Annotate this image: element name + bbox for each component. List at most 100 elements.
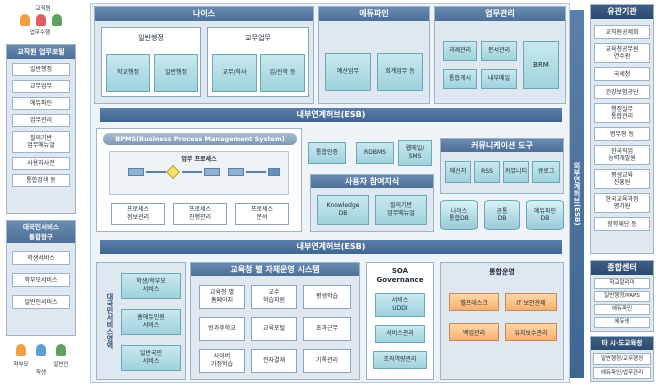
user-label: 학부모 bbox=[13, 362, 29, 368]
process-label: 업무 프로세스 bbox=[181, 156, 217, 163]
participation-item[interactable]: Knowledge DB bbox=[317, 195, 369, 225]
ops-item[interactable]: IT 보안관제 bbox=[505, 293, 557, 311]
esb-bottom-bar: 내부연계허브(ESB) bbox=[100, 240, 562, 254]
edufine-title: 에듀파인 bbox=[319, 7, 429, 21]
ext-org-item[interactable]: 한국교육과정 평가원 bbox=[594, 193, 650, 213]
person-icon bbox=[20, 14, 30, 26]
work-title: 업무관리 bbox=[435, 7, 565, 21]
db-cylinder[interactable]: 에듀파인 DB bbox=[526, 200, 564, 230]
edufine-item[interactable]: 예산업무 bbox=[325, 53, 371, 91]
auth-box[interactable]: 통합인증 bbox=[308, 142, 346, 164]
comm-panel: 커뮤니케이션 도구 메신저 RSS 커뮤니티 큐로그 bbox=[440, 138, 564, 194]
soa-item[interactable]: 서비스 UDDI bbox=[375, 293, 425, 317]
edufine-panel: 에듀파인 예산업무 회계업무 등 bbox=[318, 6, 430, 104]
ext-org-item[interactable]: 국세청 bbox=[594, 67, 650, 81]
ext-org-item[interactable]: 건강보험공단 bbox=[594, 85, 650, 99]
portal-item[interactable]: 업무관리 bbox=[12, 114, 70, 127]
neis-group: 교무업무 교무/학사 입/진학 등 bbox=[207, 27, 309, 97]
comp-center-item[interactable]: 에듀넷 bbox=[594, 317, 650, 328]
ext-org-item[interactable]: 행정실무 통합관리 bbox=[594, 103, 650, 123]
left-column: 교직원 업무수행 교직원 업무포털 일반행정 교무업무 에듀파인 업무관리 질의… bbox=[2, 4, 80, 382]
other-agency-item[interactable]: 에듀파인/업무관리 bbox=[593, 367, 651, 379]
process-arrow-icon bbox=[146, 171, 166, 173]
school-item[interactable]: 교수 학습지원 bbox=[251, 285, 297, 309]
ext-org-item[interactable]: 교직원공제회 bbox=[594, 25, 650, 39]
process-diamond-icon bbox=[165, 164, 181, 180]
work-item[interactable]: 문서관리 bbox=[481, 41, 517, 61]
neis-item[interactable]: 입/진학 등 bbox=[260, 54, 305, 92]
civil-area-item[interactable]: 학생/학부모 서비스 bbox=[121, 273, 181, 299]
ext-org-item[interactable]: 장학재단 등 bbox=[594, 217, 650, 231]
user-label: 일반인 bbox=[53, 362, 69, 368]
ops-item[interactable]: 헬프데스크 bbox=[449, 293, 499, 311]
edufine-item[interactable]: 회계업무 등 bbox=[377, 53, 423, 91]
other-agency-title: 타 시·도교육청 bbox=[591, 337, 653, 350]
bpms-panel: BPMS(Business Process Management System)… bbox=[96, 128, 302, 232]
work-item[interactable]: 과제관리 bbox=[443, 41, 477, 61]
bpms-step[interactable]: 프로세스 분석 bbox=[235, 203, 289, 225]
portal-item[interactable]: 질의기반 업무매뉴얼 bbox=[12, 131, 70, 153]
brm-box[interactable]: BRM bbox=[523, 41, 559, 89]
neis-group-title: 일반행정 bbox=[138, 34, 164, 42]
webmail-box[interactable]: 웹메일/ SMS bbox=[398, 140, 432, 166]
user-label: 학생 bbox=[35, 370, 47, 376]
soa-item[interactable]: 서비스관리 bbox=[375, 325, 425, 343]
soa-item[interactable]: 조직역량관리 bbox=[373, 351, 427, 369]
staff-icon-group: 교직원 업무수행 bbox=[2, 4, 80, 40]
comp-center-item[interactable]: 학교알리미 bbox=[594, 278, 650, 289]
portal-item[interactable]: 교무업무 bbox=[12, 80, 70, 93]
ext-org-item[interactable]: 병무청 등 bbox=[594, 127, 650, 141]
db-cylinder[interactable]: 나이스 통합DB bbox=[440, 200, 478, 230]
process-arrow-icon bbox=[182, 171, 202, 173]
ops-title: 통합운영 bbox=[489, 268, 515, 276]
comp-center-item[interactable]: 일반행정/PAPS bbox=[594, 291, 650, 302]
participation-item[interactable]: 질의기반 업무매뉴얼 bbox=[375, 195, 427, 225]
neis-item[interactable]: 학교행정 bbox=[106, 54, 150, 92]
neis-item[interactable]: 일반행정 bbox=[154, 54, 198, 92]
civil-area-item[interactable]: 일반국민 서비스 bbox=[121, 345, 181, 371]
ext-org-item[interactable]: 평생교육 진흥원 bbox=[594, 169, 650, 189]
ops-item[interactable]: 유지보수관리 bbox=[505, 323, 557, 341]
portal-item[interactable]: 에듀파인 bbox=[12, 97, 70, 110]
school-item[interactable]: 방과후학교 bbox=[199, 317, 245, 341]
comm-title: 커뮤니케이션 도구 bbox=[441, 139, 563, 152]
bpms-step[interactable]: 프로세스 정보관리 bbox=[111, 203, 165, 225]
school-item[interactable]: 교육청 별 홈페이지 bbox=[199, 285, 245, 309]
comp-center-item[interactable]: 에듀파인 bbox=[594, 304, 650, 315]
soa-title: SOA Governance bbox=[376, 267, 424, 284]
school-item[interactable]: 기록관리 bbox=[303, 349, 351, 373]
school-item[interactable]: 사이버 가정학습 bbox=[199, 349, 245, 373]
portal-item[interactable]: 사용자사전 bbox=[12, 157, 70, 170]
person-icon bbox=[52, 14, 62, 26]
comm-item[interactable]: 메신저 bbox=[445, 161, 471, 183]
ext-org-item[interactable]: 교육청공무원 연수원 bbox=[594, 43, 650, 63]
work-item[interactable]: 내부메일 bbox=[481, 69, 517, 89]
civil-item[interactable]: 학생서비스 bbox=[12, 251, 70, 265]
neis-group-title: 교무업무 bbox=[245, 34, 271, 42]
civil-item[interactable]: 일반인서비스 bbox=[12, 295, 70, 309]
other-agency-item[interactable]: 일반행정/교무행정 bbox=[593, 353, 651, 365]
comm-item[interactable]: 큐로그 bbox=[532, 161, 560, 183]
rdbms-box[interactable]: RDBMS bbox=[356, 142, 394, 164]
school-item[interactable]: 교육포털 bbox=[251, 317, 297, 341]
portal-item[interactable]: 일반행정 bbox=[12, 63, 70, 76]
portal-item[interactable]: 통합검색 등 bbox=[12, 174, 70, 187]
staff-portal-title: 교직원 업무포털 bbox=[7, 45, 75, 59]
db-cylinder[interactable]: 공통 DB bbox=[484, 200, 520, 230]
school-title: 교육청 별 자체운영 시스템 bbox=[191, 263, 359, 276]
work-item[interactable]: 통합게시 bbox=[443, 69, 477, 89]
civil-area-item[interactable]: 홈에듀민원 서비스 bbox=[121, 309, 181, 335]
civil-portal: 대국민서비스 통합창구 학생서비스 학부모서비스 일반인서비스 bbox=[6, 220, 76, 336]
neis-item[interactable]: 교무/학사 bbox=[212, 54, 257, 92]
school-item[interactable]: 초과근무 bbox=[303, 317, 351, 341]
school-item[interactable]: 전자결재 bbox=[251, 349, 297, 373]
bpms-step[interactable]: 프로세스 진행관리 bbox=[173, 203, 227, 225]
comm-item[interactable]: 커뮤니티 bbox=[503, 161, 529, 183]
person-icon bbox=[36, 14, 46, 26]
process-canvas: 업무 프로세스 bbox=[109, 151, 289, 195]
school-item[interactable]: 평생학습 bbox=[303, 285, 351, 309]
ext-org-item[interactable]: 한국직업 능력개발원 bbox=[594, 145, 650, 165]
civil-item[interactable]: 학부모서비스 bbox=[12, 273, 70, 287]
comm-item[interactable]: RSS bbox=[474, 161, 500, 183]
ops-item[interactable]: 백업관리 bbox=[449, 323, 499, 341]
